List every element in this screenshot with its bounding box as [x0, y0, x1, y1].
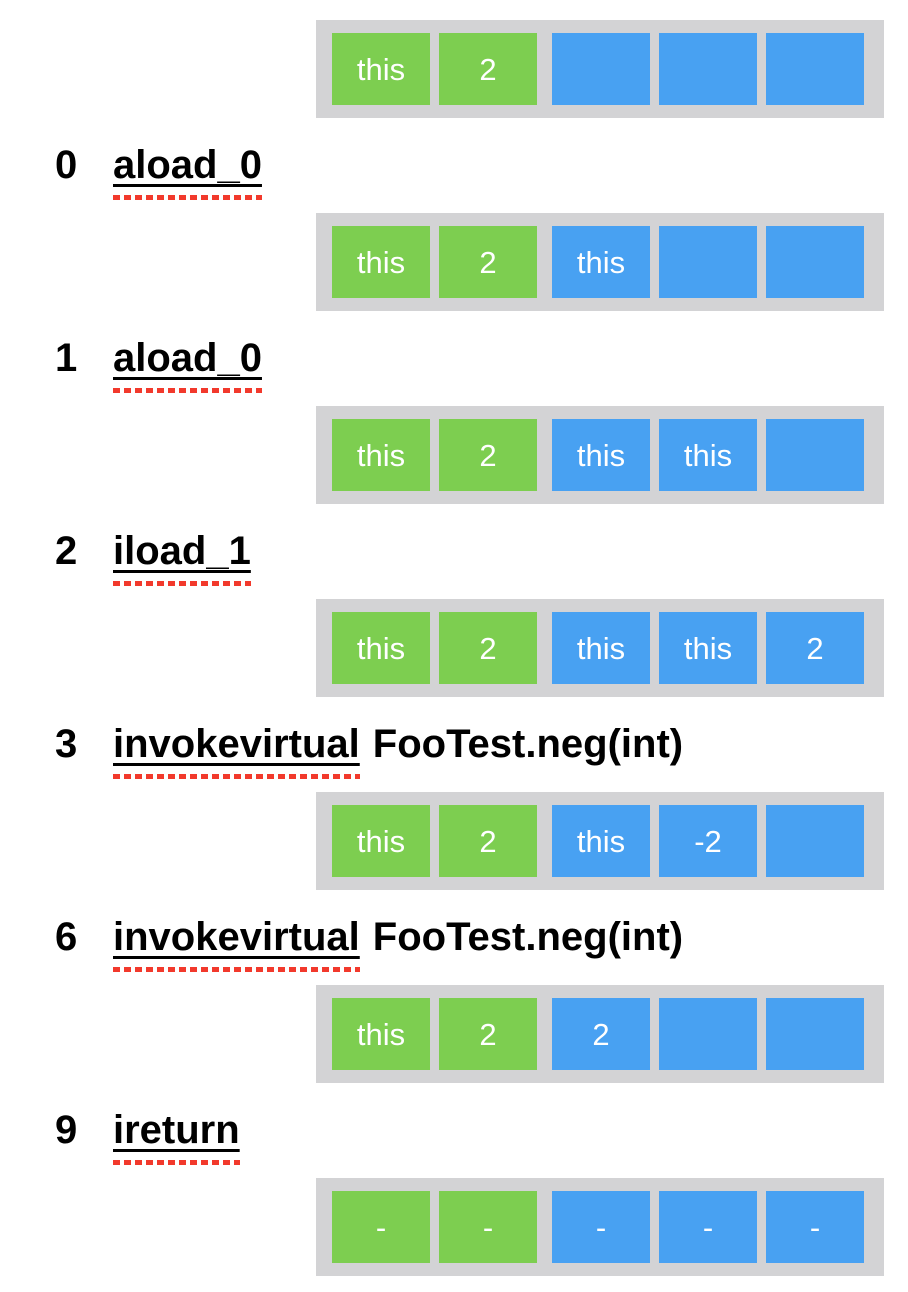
operand-stack-cell — [766, 419, 864, 491]
operand-stack-cell: this — [552, 612, 650, 684]
instruction-offset: 6 — [55, 915, 78, 959]
operand-stack-group: this — [552, 226, 864, 298]
instruction-mnemonic: invokevirtual — [113, 722, 360, 779]
local-variables-group: this 2 — [332, 33, 537, 105]
bytecode-trace-diagram: this 2 0 aload_0 this 2 this 1 aload_0 t… — [0, 20, 908, 1276]
instruction-mnemonic: ireturn — [113, 1108, 240, 1165]
stack-frame: this 2 2 — [316, 985, 884, 1083]
stack-frame: this 2 this -2 — [316, 792, 884, 890]
instruction-offset: 1 — [55, 336, 78, 380]
local-variables-group: this 2 — [332, 419, 537, 491]
local-var-cell: this — [332, 998, 430, 1070]
operand-stack-cell: 2 — [552, 998, 650, 1070]
instruction-operand: FooTest.neg(int) — [372, 915, 684, 959]
operand-stack-group: 2 — [552, 998, 864, 1070]
operand-stack-cell — [766, 805, 864, 877]
local-var-cell: this — [332, 419, 430, 491]
operand-stack-cell: - — [766, 1191, 864, 1263]
operand-stack-cell: - — [552, 1191, 650, 1263]
stack-frame: this 2 — [316, 20, 884, 118]
bytecode-instruction: 2 iload_1 — [0, 504, 908, 599]
local-variables-group: - - — [332, 1191, 537, 1263]
operand-stack-cell: this — [552, 805, 650, 877]
bytecode-instruction: 6 invokevirtual FooTest.neg(int) — [0, 890, 908, 985]
operand-stack-cell — [659, 998, 757, 1070]
operand-stack-group — [552, 33, 864, 105]
bytecode-instruction: 0 aload_0 — [0, 118, 908, 213]
local-var-cell: this — [332, 805, 430, 877]
local-var-cell: 2 — [439, 612, 537, 684]
operand-stack-cell: -2 — [659, 805, 757, 877]
local-var-cell: 2 — [439, 998, 537, 1070]
operand-stack-group: this -2 — [552, 805, 864, 877]
operand-stack-cell: this — [552, 226, 650, 298]
bytecode-instruction: 9 ireturn — [0, 1083, 908, 1178]
local-var-cell: 2 — [439, 226, 537, 298]
instruction-offset: 2 — [55, 529, 78, 573]
operand-stack-cell — [552, 33, 650, 105]
local-var-cell: 2 — [439, 419, 537, 491]
local-var-cell: 2 — [439, 805, 537, 877]
operand-stack-cell: this — [552, 419, 650, 491]
instruction-mnemonic: invokevirtual — [113, 915, 360, 972]
bytecode-instruction: 1 aload_0 — [0, 311, 908, 406]
operand-stack-group: this this 2 — [552, 612, 864, 684]
instruction-offset: 3 — [55, 722, 78, 766]
operand-stack-cell: this — [659, 419, 757, 491]
operand-stack-cell — [766, 998, 864, 1070]
bytecode-instruction: 3 invokevirtual FooTest.neg(int) — [0, 697, 908, 792]
stack-frame: this 2 this — [316, 213, 884, 311]
instruction-offset: 0 — [55, 143, 78, 187]
local-var-cell: this — [332, 33, 430, 105]
local-var-cell: this — [332, 612, 430, 684]
local-var-cell: this — [332, 226, 430, 298]
local-variables-group: this 2 — [332, 612, 537, 684]
instruction-mnemonic: aload_0 — [113, 143, 262, 200]
operand-stack-cell — [766, 226, 864, 298]
operand-stack-cell: this — [659, 612, 757, 684]
instruction-offset: 9 — [55, 1108, 78, 1152]
instruction-operand: FooTest.neg(int) — [372, 722, 684, 766]
operand-stack-cell: 2 — [766, 612, 864, 684]
operand-stack-group: this this — [552, 419, 864, 491]
local-var-cell: - — [439, 1191, 537, 1263]
stack-frame: this 2 this this — [316, 406, 884, 504]
stack-frame: - - - - - — [316, 1178, 884, 1276]
local-var-cell: 2 — [439, 33, 537, 105]
operand-stack-group: - - - — [552, 1191, 864, 1263]
local-var-cell: - — [332, 1191, 430, 1263]
instruction-mnemonic: aload_0 — [113, 336, 262, 393]
operand-stack-cell — [659, 33, 757, 105]
operand-stack-cell — [766, 33, 864, 105]
local-variables-group: this 2 — [332, 226, 537, 298]
operand-stack-cell — [659, 226, 757, 298]
operand-stack-cell: - — [659, 1191, 757, 1263]
instruction-mnemonic: iload_1 — [113, 529, 251, 586]
stack-frame: this 2 this this 2 — [316, 599, 884, 697]
local-variables-group: this 2 — [332, 998, 537, 1070]
local-variables-group: this 2 — [332, 805, 537, 877]
